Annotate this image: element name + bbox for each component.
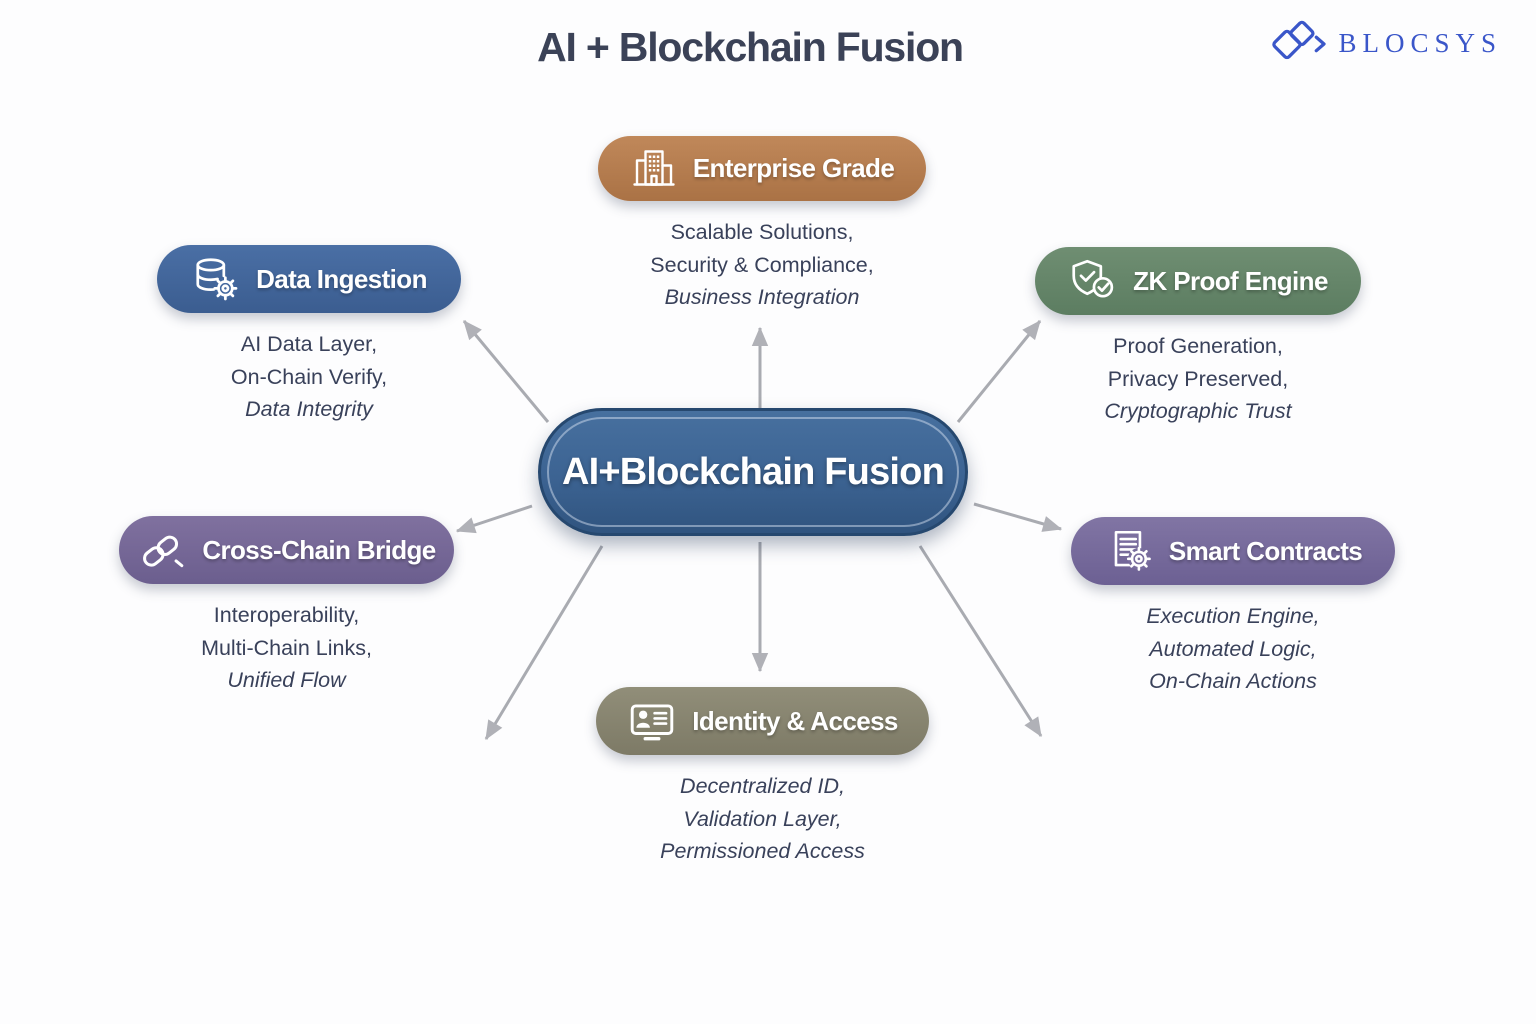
desc-line: Data Integrity [245, 397, 373, 421]
desc-line: Automated Logic, [1149, 636, 1317, 661]
desc-line: Proof Generation, [1113, 334, 1283, 358]
desc-line: AI Data Layer, [240, 332, 378, 356]
node-label: Identity & Access [692, 705, 898, 736]
shield-check-icon [1068, 256, 1118, 306]
desc-line: Decentralized ID, [680, 774, 845, 798]
node-enterprise-grade: Enterprise Grade Scalable Solutions, Sec… [598, 136, 926, 314]
desc-line: Cryptographic Trust [1104, 399, 1292, 423]
center-node-ai-blockchain-fusion: AI+Blockchain Fusion [538, 408, 968, 536]
node-smart-contracts: Smart Contracts Execution Engine, Automa… [1071, 517, 1395, 698]
blocsys-diamonds-icon [1267, 18, 1331, 68]
enterprise-grade-pill: Enterprise Grade [598, 136, 926, 201]
node-description: Execution Engine, Automated Logic, On-Ch… [1071, 600, 1395, 698]
node-description: Proof Generation, Privacy Preserved, Cry… [1035, 330, 1361, 428]
center-node-label: AI+Blockchain Fusion [561, 450, 945, 493]
node-description: Interoperability, Multi-Chain Links, Uni… [119, 599, 454, 697]
logo-wordmark: BLOCSYS [1338, 27, 1502, 58]
node-description: Scalable Solutions, Security & Complianc… [598, 216, 926, 314]
identity-access-pill: Identity & Access [596, 687, 929, 755]
desc-line: Validation Layer, [683, 806, 842, 831]
arrow-south-west [484, 545, 604, 741]
data-ingestion-pill: Data Ingestion [157, 245, 461, 313]
node-description: AI Data Layer, On-Chain Verify, Data Int… [157, 328, 461, 426]
desc-line: On-Chain Verify, [230, 364, 388, 389]
node-cross-chain-bridge: Cross-Chain Bridge Interoperability, Mul… [119, 516, 454, 697]
database-gear-icon [191, 254, 241, 304]
arrow-east [973, 502, 1063, 532]
desc-line: Unified Flow [227, 668, 346, 692]
chain-link-icon [137, 525, 187, 575]
arrow-south-east [918, 545, 1043, 738]
node-description: Decentralized ID, Validation Layer, Perm… [596, 770, 929, 868]
node-label: Smart Contracts [1168, 535, 1363, 566]
zk-proof-engine-pill: ZK Proof Engine [1035, 247, 1361, 315]
desc-line: Privacy Preserved, [1107, 366, 1289, 391]
arrow-north-east [956, 320, 1042, 423]
node-label: Cross-Chain Bridge [202, 534, 436, 565]
node-label: Enterprise Grade [692, 153, 895, 183]
desc-line: On-Chain Actions [1149, 669, 1317, 693]
node-data-ingestion: Data Ingestion AI Data Layer, On-Chain V… [157, 245, 461, 426]
desc-line: Business Integration [664, 285, 860, 309]
cross-chain-bridge-pill: Cross-Chain Bridge [119, 516, 454, 584]
arrow-north-west [462, 320, 550, 423]
desc-line: Scalable Solutions, [670, 220, 854, 244]
page-title: AI + Blockchain Fusion [537, 24, 964, 70]
desc-line: Permissioned Access [660, 839, 865, 863]
blocsys-logo: BLOCSYS [1267, 18, 1502, 68]
arrow-west [455, 504, 533, 534]
node-label: Data Ingestion [256, 263, 427, 294]
desc-line: Multi-Chain Links, [201, 635, 372, 660]
node-label: ZK Proof Engine [1133, 265, 1328, 296]
contract-gear-icon [1104, 526, 1154, 576]
smart-contracts-pill: Smart Contracts [1071, 517, 1395, 585]
desc-line: Interoperability, [213, 603, 360, 627]
node-identity-access: Identity & Access Decentralized ID, Vali… [596, 687, 929, 868]
building-icon [630, 145, 678, 193]
node-zk-proof-engine: ZK Proof Engine Proof Generation, Privac… [1035, 247, 1361, 428]
desc-line: Execution Engine, [1146, 604, 1320, 628]
id-card-icon [627, 696, 677, 746]
desc-line: Security & Compliance, [650, 252, 874, 277]
